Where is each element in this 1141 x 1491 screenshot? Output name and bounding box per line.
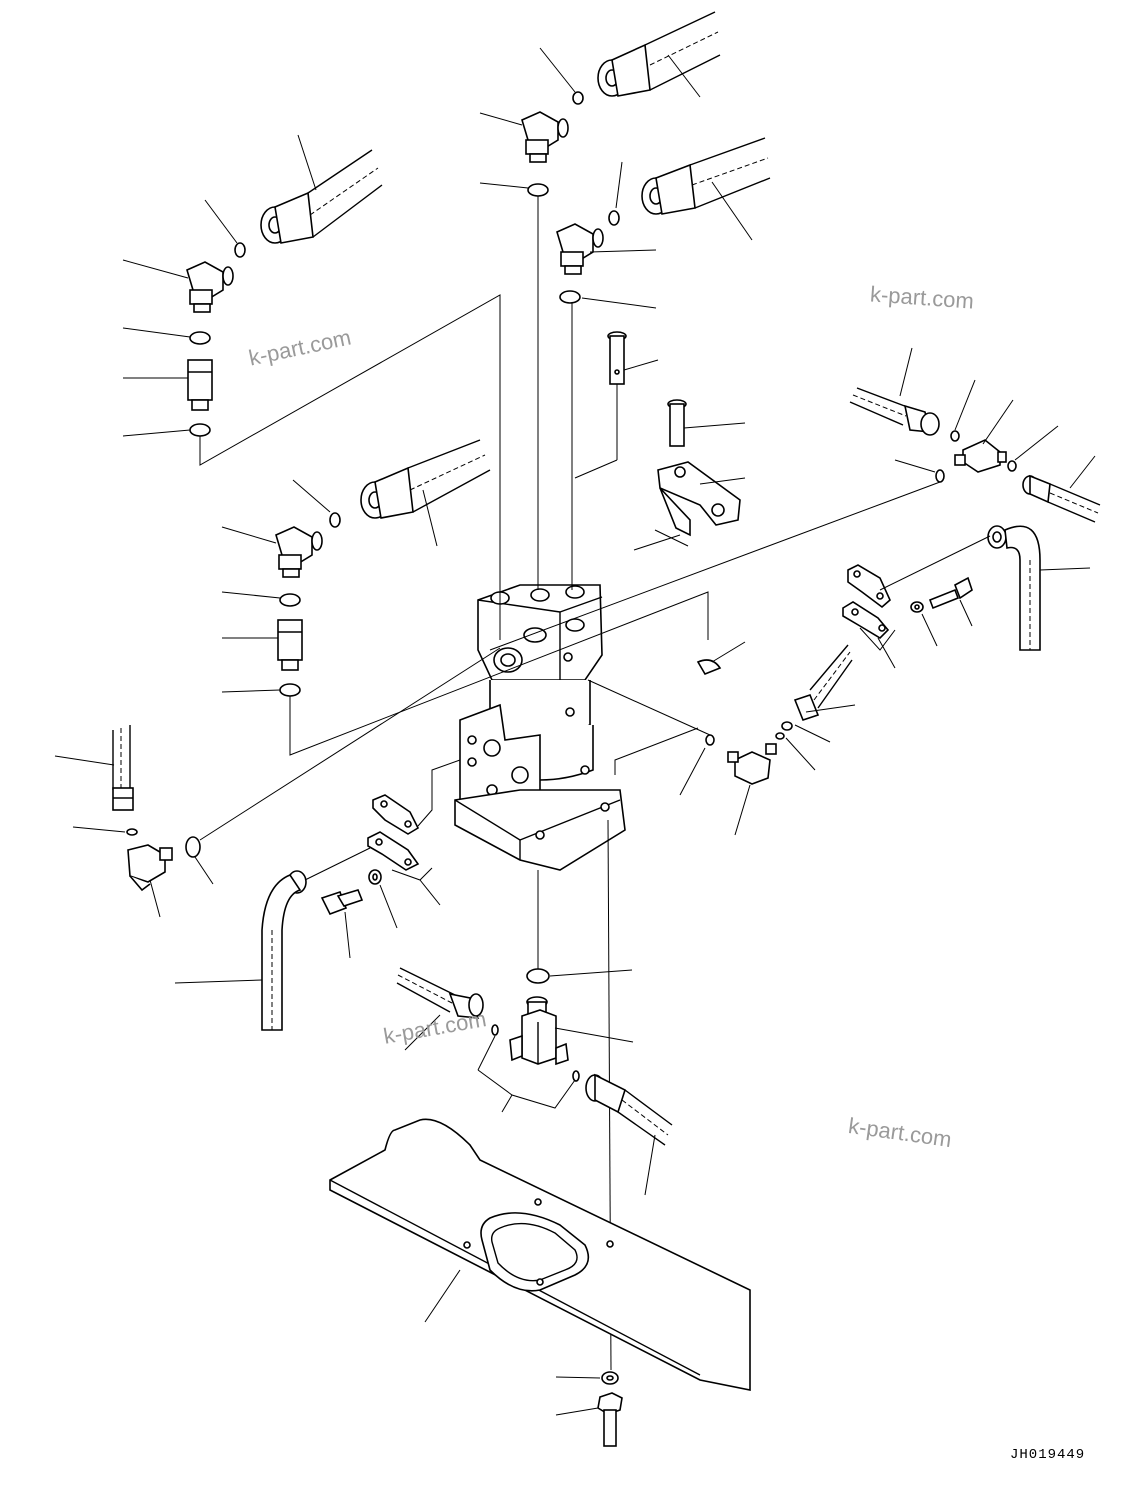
o-ring-icon — [234, 242, 246, 258]
split-flange-icon — [367, 831, 420, 871]
split-flange-icon — [842, 601, 890, 640]
o-ring-icon — [189, 331, 211, 345]
washer-icon — [368, 869, 382, 885]
washer-icon — [601, 1371, 619, 1385]
hose-icon — [597, 11, 721, 97]
hose-icon — [261, 870, 307, 1031]
hose-icon — [849, 387, 940, 436]
o-ring-icon — [1007, 460, 1017, 472]
o-ring-icon — [781, 721, 793, 731]
cap-icon — [696, 659, 722, 675]
elbow-fitting-icon — [727, 743, 777, 785]
o-ring-icon — [705, 734, 715, 746]
straight-fitting-icon — [187, 359, 213, 411]
elbow-fitting-icon — [521, 111, 569, 163]
o-ring-icon — [526, 968, 550, 984]
hose-icon — [641, 137, 771, 215]
o-ring-icon — [126, 828, 138, 836]
swivel-joint-icon — [454, 584, 626, 871]
o-ring-icon — [189, 423, 211, 437]
hose-icon — [260, 149, 383, 244]
o-ring-icon — [608, 210, 620, 226]
elbow-fitting-icon — [275, 526, 323, 578]
o-ring-icon — [572, 1070, 580, 1082]
hose-icon — [585, 1073, 673, 1146]
hose-icon — [987, 525, 1041, 651]
o-ring-icon — [279, 593, 301, 607]
pin-icon — [667, 399, 687, 447]
o-ring-icon — [775, 732, 785, 740]
split-flange-icon — [372, 794, 420, 835]
frame-plate-icon — [329, 1118, 751, 1391]
o-ring-icon — [572, 91, 584, 105]
o-ring-icon — [491, 1024, 499, 1036]
hose-icon — [793, 644, 853, 721]
straight-fitting-icon — [277, 619, 303, 671]
washer-icon — [910, 601, 924, 613]
elbow-fitting-icon — [556, 223, 604, 275]
o-ring-icon — [935, 469, 945, 483]
bolt-icon — [928, 576, 973, 610]
split-flange-icon — [847, 564, 891, 609]
hose-icon — [1022, 474, 1101, 523]
bolt-icon — [597, 1392, 623, 1447]
o-ring-icon — [279, 683, 301, 697]
elbow-fitting-icon — [186, 261, 234, 313]
o-ring-icon — [329, 512, 341, 528]
pin-icon — [607, 331, 627, 385]
stopper-plate-icon — [657, 461, 741, 537]
o-ring-icon — [559, 290, 581, 304]
tee-fitting-icon — [954, 439, 1007, 473]
o-ring-icon — [527, 183, 549, 197]
o-ring-icon — [185, 836, 201, 858]
elbow-fitting-icon — [127, 844, 173, 892]
o-ring-icon — [950, 430, 960, 442]
hose-icon — [396, 967, 484, 1019]
hose-icon — [112, 725, 134, 811]
bolt-icon — [320, 889, 364, 916]
valve-block-icon — [509, 996, 569, 1066]
hose-icon — [360, 439, 491, 519]
drawing-code: JH019449 — [1010, 1447, 1086, 1463]
